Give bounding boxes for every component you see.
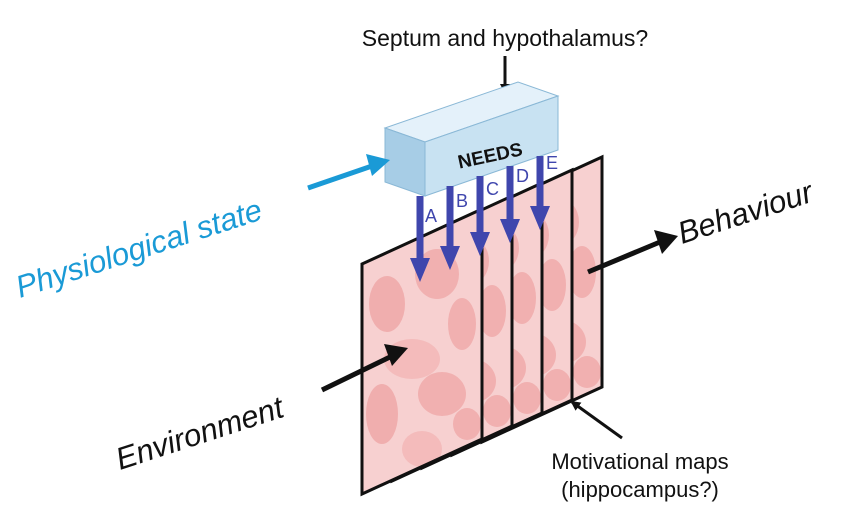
channel-label-c: C	[486, 179, 499, 199]
needs-box-front	[424, 95, 559, 197]
channel-arrow-a	[410, 196, 430, 282]
channel-label-b: B	[456, 191, 468, 211]
channel-arrow-b	[440, 186, 460, 270]
maps-arrow	[570, 400, 623, 440]
channel-label-a: A	[425, 206, 437, 226]
channel-label-d: D	[516, 166, 529, 186]
physiological-label: Physiological state	[11, 192, 266, 305]
environment-arrowhead	[384, 344, 408, 366]
maps-callout: Motivational maps (hippocampus?)	[551, 400, 729, 502]
channel-arrow-e	[530, 156, 550, 230]
needs-box: NEEDS	[383, 81, 560, 197]
septum-label: Septum and hypothalamus?	[362, 25, 648, 51]
maps-label-line2: (hippocampus?)	[561, 477, 719, 502]
physiological-state: Physiological state	[11, 154, 390, 305]
environment-label: Environment	[111, 389, 289, 476]
channel-arrows: A B C D E	[410, 153, 558, 282]
channel-arrow-d	[500, 166, 520, 243]
physiological-arrow	[307, 163, 373, 191]
behaviour: Behaviour	[587, 174, 819, 275]
channel-arrow-c	[470, 176, 490, 256]
physiological-arrowhead	[366, 154, 390, 176]
channel-label-e: E	[546, 153, 558, 173]
environment-arrow	[320, 353, 394, 393]
behaviour-arrow	[587, 239, 661, 275]
behaviour-arrowhead	[654, 230, 678, 254]
maps-label-line1: Motivational maps	[551, 449, 728, 474]
behaviour-label: Behaviour	[673, 174, 818, 251]
